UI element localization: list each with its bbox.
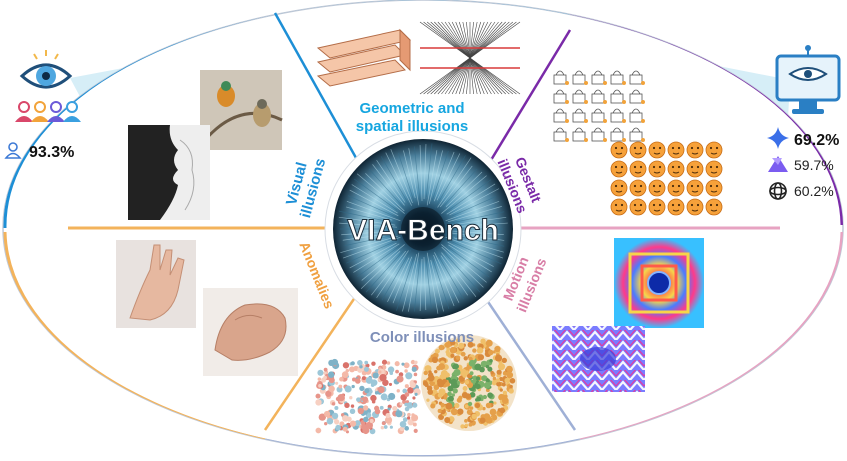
spoke-geometric-gestalt: [483, 29, 572, 171]
visual-birds-image: [200, 70, 283, 150]
model1-score: 69.2%: [794, 132, 839, 149]
monitor-eye-icon: [775, 45, 841, 114]
human-score: 93.3%: [29, 144, 74, 161]
motion-chevron-image: [552, 326, 645, 392]
people-group-icon: [15, 101, 81, 122]
label-color-illusions: Color illusions: [370, 329, 474, 346]
color-ishihara-image: [421, 335, 517, 431]
user-icon: [4, 142, 22, 159]
anomaly-fist-image: [203, 288, 298, 376]
label-geometric-line1: Geometric and: [359, 100, 464, 117]
label-geometric-line2: spatial illusions: [356, 118, 469, 135]
sparkle-icon: [767, 127, 789, 149]
gestalt-lock-grid-image: [553, 70, 645, 142]
model3-score: 60.2%: [794, 183, 834, 199]
anomaly-hand-image: [116, 240, 196, 328]
visual-face-vase-image: [128, 125, 210, 220]
center-eye-pupil: [401, 207, 445, 251]
human-eye-icon: [19, 50, 73, 89]
center-title: VIA-Bench: [347, 214, 499, 247]
knot-logo-icon: [769, 182, 787, 200]
spoke-visual-geometric: [273, 12, 362, 166]
geometric-impossible-figure-image: [316, 28, 411, 87]
color-dotted-image: [315, 358, 421, 435]
iris-fibers: [338, 143, 508, 314]
gestalt-emoji-grid-image: [610, 141, 723, 216]
motion-concentric-image: [614, 238, 704, 328]
spoke-motion-color: [478, 289, 577, 431]
triangle-logo-icon: [768, 156, 788, 172]
model2-score: 59.7%: [794, 157, 834, 173]
spoke-color-anomalies: [263, 289, 362, 431]
geometric-hering-lines-image: [419, 21, 521, 95]
label-geometric-illusions: Geometric and spatial illusions: [356, 100, 469, 135]
